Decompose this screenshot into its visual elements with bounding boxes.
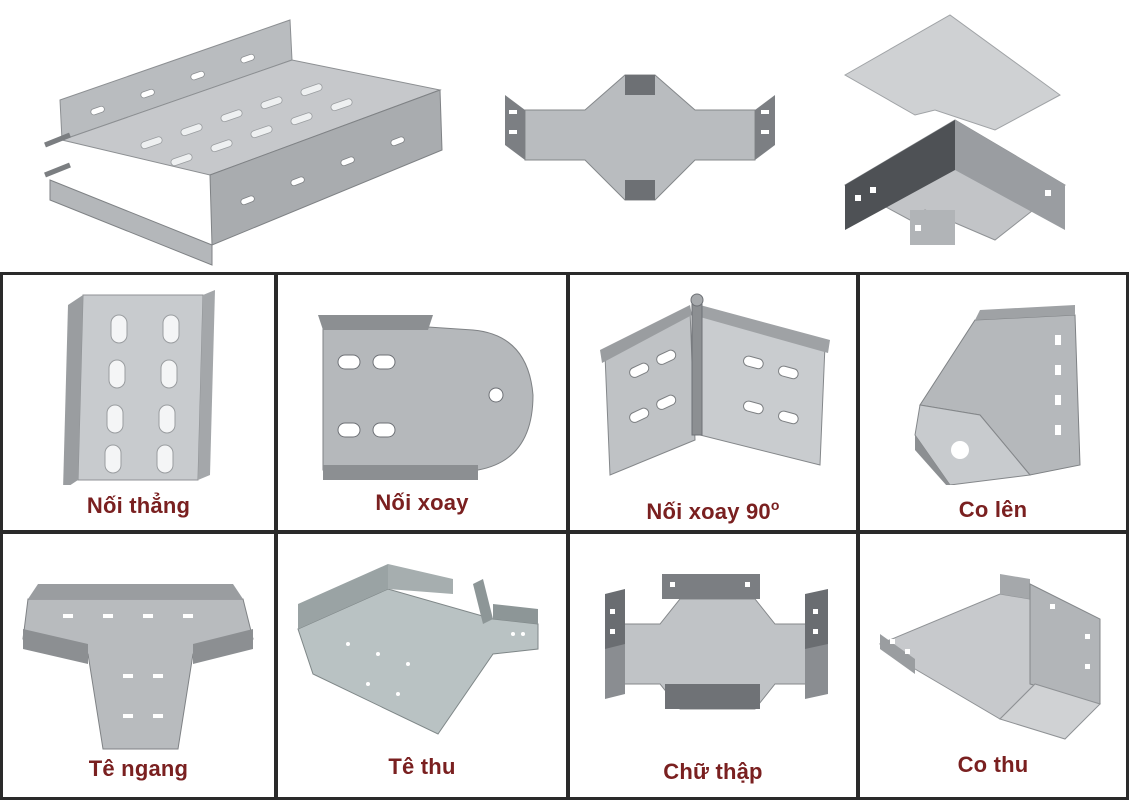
te-thu-image [297, 564, 539, 735]
te-ngang-image [22, 584, 254, 750]
noi-xoay-image [318, 315, 534, 480]
accessory-cell-te-ngang: Tê ngang [3, 534, 274, 797]
chu-thap-image [605, 574, 828, 710]
accessory-cell-te-thu: Tê thu [278, 534, 566, 797]
accessory-cell-noi-thang: Nối thẳng [3, 275, 274, 530]
accessory-label: Tê thu [388, 754, 456, 779]
accessory-cell-noi-xoay-90: Nối xoay 90o [570, 275, 856, 530]
cross-fitting-image [505, 74, 775, 201]
degree-superscript: o [770, 497, 780, 513]
accessory-label: Co lên [958, 497, 1028, 522]
accessories-grid: Nối thẳng Nối xoay Nối xoay 90o [0, 272, 1129, 800]
accessory-cell-noi-xoay: Nối xoay [278, 275, 566, 530]
accessory-label: Nối xoay 90o [570, 497, 856, 525]
top-product-strip [0, 0, 1129, 272]
co-thu-image [878, 574, 1101, 740]
noi-thang-image [63, 290, 215, 485]
accessory-label: Co thu [957, 752, 1029, 777]
accessory-label: Nối thẳng [86, 493, 191, 518]
accessory-label-text: Nối xoay 90 [646, 499, 771, 524]
accessory-cell-chu-thap: Chữ thập [570, 534, 856, 797]
accessory-label: Tê ngang [88, 756, 189, 781]
accessory-cell-co-thu: Co thu [860, 534, 1126, 797]
cable-tray-image [44, 19, 443, 266]
accessory-cell-co-len: Co lên [860, 275, 1126, 530]
co-len-image [914, 305, 1081, 485]
elbow-cover-image [843, 14, 1066, 245]
accessory-label: Nối xoay [375, 490, 469, 515]
accessory-label: Chữ thập [663, 759, 763, 784]
noi-xoay-90-image [600, 293, 830, 476]
